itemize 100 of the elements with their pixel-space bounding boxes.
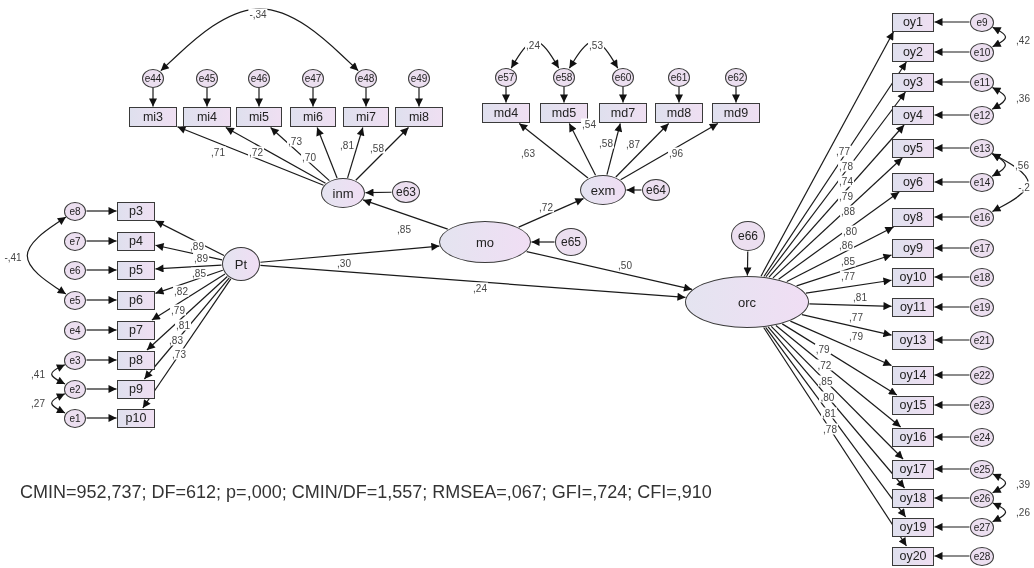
observed-variable-box: oy5: [892, 138, 934, 158]
arrow: [933, 465, 971, 473]
error-term-circle: e64: [642, 179, 670, 201]
error-term-circle: e7: [64, 231, 86, 251]
edge-label: ,56: [1014, 159, 1030, 171]
observed-variable-box: p8: [117, 350, 155, 370]
edge-label: ,72: [248, 146, 264, 158]
observed-variable-box: p9: [117, 379, 155, 399]
edge-label: -,41: [3, 251, 23, 263]
edge-label: ,89: [189, 240, 205, 252]
arrow: [933, 336, 971, 344]
arrow: [355, 126, 410, 181]
arrow: [568, 122, 597, 176]
error-term-circle: e26: [970, 488, 994, 508]
edge-label: ,81: [339, 139, 355, 151]
error-term-circle: e48: [355, 68, 377, 88]
latent-variable-ellipse: orc: [685, 276, 809, 328]
edge-label: ,24: [472, 282, 488, 294]
observed-variable-box: p4: [117, 231, 155, 251]
error-term-circle: e45: [196, 68, 218, 88]
edge-label: ,73: [171, 348, 187, 360]
edge-label: ,73: [287, 135, 303, 147]
error-term-circle: e57: [495, 67, 517, 87]
observed-variable-box: oy10: [892, 267, 934, 287]
arrow: [763, 61, 907, 278]
edge-label: -,2: [1017, 181, 1031, 193]
error-term-circle: e46: [248, 68, 270, 88]
error-term-circle: e58: [553, 67, 575, 87]
error-term-circle: e61: [668, 67, 690, 87]
arrow: [362, 198, 449, 230]
arrow: [362, 87, 370, 108]
arrow: [743, 250, 752, 277]
error-term-circle: e44: [142, 68, 164, 88]
arrow: [808, 302, 893, 311]
arrow: [518, 198, 585, 228]
arrow: [203, 87, 211, 108]
arrow: [85, 326, 118, 334]
arrow: [933, 401, 971, 409]
edge-label: ,42: [1015, 34, 1031, 46]
edge-label: ,82: [173, 285, 189, 297]
edge-label: ,72: [816, 359, 833, 371]
double-headed-arrow: [991, 153, 1029, 213]
double-headed-arrow: [992, 502, 1007, 523]
arrow: [316, 126, 338, 179]
arrow: [176, 126, 325, 186]
error-term-circle: e5: [64, 290, 86, 310]
observed-variable-box: oy19: [892, 517, 934, 537]
arrow: [143, 277, 230, 380]
latent-variable-ellipse: Pt: [222, 247, 260, 281]
error-term-circle: e16: [970, 207, 994, 227]
observed-variable-box: mi8: [395, 107, 443, 127]
edge-label: ,78: [838, 160, 854, 172]
arrow: [560, 86, 568, 104]
fit-statistics-text: CMIN=952,737; DF=612; p=,000; CMIN/DF=1,557; RMSEA=,067; GFI=,724; CFI=,910: [20, 482, 712, 503]
edge-label: ,77: [848, 311, 864, 323]
observed-variable-box: oy14: [892, 365, 934, 385]
observed-variable-box: oy17: [892, 459, 934, 479]
edge-label: ,85: [840, 255, 856, 267]
error-term-circle: e19: [970, 297, 994, 317]
arrow: [142, 278, 232, 409]
observed-variable-box: oy1: [892, 12, 934, 32]
arrow: [415, 87, 423, 108]
arrow: [933, 273, 971, 281]
arrow: [933, 111, 971, 119]
edge-label: ,41: [30, 368, 46, 380]
observed-variable-box: p3: [117, 201, 155, 221]
observed-variable-box: md9: [712, 103, 760, 123]
arrow: [933, 494, 971, 502]
edge-label: ,77: [835, 145, 851, 157]
observed-variable-box: p10: [117, 408, 155, 428]
error-term-circle: e25: [970, 459, 994, 479]
error-term-circle: e8: [64, 201, 86, 221]
arrow: [146, 275, 228, 351]
error-term-circle: e9: [970, 12, 994, 32]
error-term-circle: e13: [970, 138, 994, 158]
arrow: [933, 371, 971, 379]
arrow: [765, 91, 907, 278]
edge-label: ,85: [396, 223, 412, 235]
arrow: [786, 226, 895, 283]
arrow: [530, 238, 556, 246]
observed-variable-box: md7: [599, 103, 647, 123]
edge-label: ,27: [30, 397, 46, 409]
edge-label: ,58: [369, 142, 385, 154]
error-term-circle: e4: [64, 320, 86, 340]
arrow: [620, 122, 719, 181]
arrow: [805, 277, 893, 294]
error-term-circle: e62: [725, 67, 747, 87]
edge-label: ,78: [822, 423, 838, 435]
edge-label: ,24: [525, 39, 541, 51]
arrow: [933, 178, 971, 186]
arrow: [85, 385, 118, 393]
arrow: [933, 213, 971, 221]
arrow: [347, 126, 365, 179]
arrow: [732, 86, 740, 104]
edge-label: ,70: [301, 151, 317, 163]
error-term-circle: e22: [970, 365, 994, 385]
observed-variable-box: oy11: [892, 297, 934, 317]
edge-label: ,54: [581, 118, 597, 130]
double-headed-arrow: [992, 26, 1007, 48]
edge-label: ,80: [842, 225, 858, 237]
